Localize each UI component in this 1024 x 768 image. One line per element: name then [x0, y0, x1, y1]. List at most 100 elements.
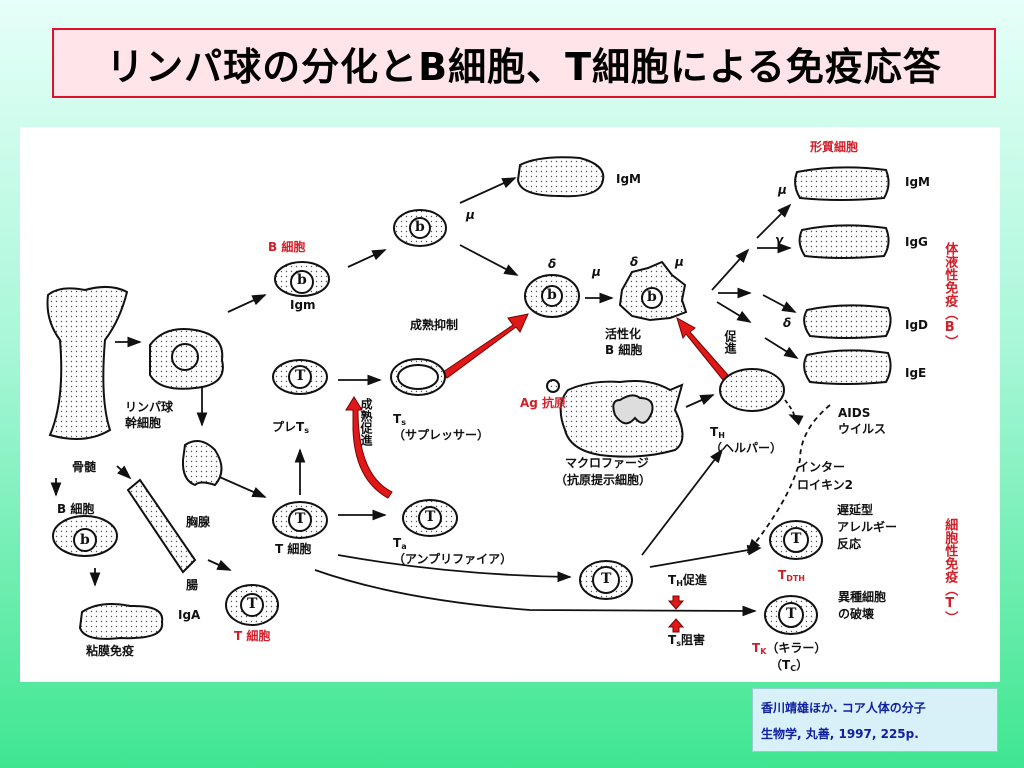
- cell-letter-t: T: [786, 606, 797, 622]
- ta-main: T: [393, 536, 402, 550]
- label-delta: δ: [783, 316, 792, 330]
- pre-ts-main: プレT: [272, 420, 305, 434]
- tk-rest: （キラー）: [766, 641, 827, 655]
- thp-main: T: [668, 573, 677, 587]
- label-foreign-2: の破壊: [838, 607, 875, 621]
- label-antigen: Ag 抗原: [520, 396, 567, 410]
- label-mucosal-immunity: 粘膜免疫: [86, 644, 135, 658]
- label-ts-inhibition: Ts阻害: [668, 633, 705, 649]
- tc-close: ）: [796, 658, 809, 672]
- citation-line-2: 生物学, 丸善, 1997, 225p.: [761, 727, 919, 741]
- label-ta: Ta（アンプリファイア）: [393, 536, 512, 567]
- label-tdth: TDTH: [778, 568, 805, 584]
- bone-marrow-bone: [46, 286, 129, 440]
- label-igm-small: Igm: [290, 298, 316, 312]
- helper-t-cell: [719, 368, 785, 412]
- label-interleukin-1: インター: [797, 460, 846, 474]
- label-foreign-1: 異種細胞: [838, 590, 887, 604]
- label-delta-bcell: δ: [548, 257, 557, 271]
- tsi-main: T: [668, 633, 677, 647]
- thp-rest: 促進: [682, 573, 707, 587]
- tc-open: （T: [770, 658, 791, 672]
- label-iga: IgA: [178, 608, 201, 622]
- label-th: TH（ヘルパー）: [710, 425, 782, 456]
- label-activated-b-1: 活性化: [605, 327, 642, 341]
- tdth-sub: DTH: [786, 574, 805, 583]
- label-b-cell-left: B 細胞: [57, 502, 95, 516]
- thp-sub: H: [676, 579, 683, 588]
- label-t-cell: T 細胞: [275, 542, 312, 556]
- label-macrophage-2: （抗原提示細胞）: [555, 473, 652, 487]
- label-delayed-2: アレルギー: [837, 520, 898, 534]
- label-interleukin-2: ロイキン2: [797, 478, 853, 492]
- cell-letter-t: T: [791, 531, 802, 547]
- label-mu-bcell2: μ: [592, 265, 601, 279]
- label-humoral-immunity: 体液性免疫（B）: [942, 242, 958, 348]
- label-t-cell-red: T 細胞: [234, 629, 271, 643]
- cell-letter-b: b: [547, 287, 557, 303]
- ta-name: （アンプリファイア）: [393, 552, 513, 566]
- label-plasma-ige: IgE: [905, 366, 927, 380]
- label-aids-2: ウイルス: [838, 422, 887, 436]
- arrows: [50, 177, 831, 617]
- label-maturation-inhibition: 成熟抑制: [410, 318, 459, 332]
- intestine-tube: [126, 478, 197, 574]
- th-sub: H: [718, 431, 725, 440]
- label-plasma-igd: IgD: [905, 318, 929, 332]
- label-ts: Ts（サプレッサー）: [393, 412, 489, 443]
- label-activated-b-2: B 細胞: [605, 343, 643, 357]
- label-stem-cell-1: リンパ球: [125, 400, 174, 414]
- label-mu: μ: [778, 183, 787, 197]
- cell-letter-t: T: [295, 511, 306, 527]
- label-maturation-promotion: 成熟促進: [359, 398, 373, 446]
- label-delayed-3: 反応: [837, 537, 862, 551]
- cell-letter-t: T: [425, 509, 436, 525]
- thymus: [181, 440, 223, 487]
- label-macrophage-1: マクロファージ: [565, 456, 649, 470]
- citation-line-1: 香川靖雄ほか. コア人体の分子: [761, 701, 926, 715]
- cells: [46, 156, 892, 640]
- label-th-promotion: TH促進: [668, 573, 707, 589]
- tdth-main: T: [778, 568, 787, 582]
- cell-letter-b: b: [415, 219, 425, 235]
- pre-ts-sub: s: [304, 426, 309, 435]
- label-tc: （TC）: [770, 658, 808, 674]
- tk-sub: K: [760, 647, 767, 656]
- cell-letter-t: T: [601, 571, 612, 587]
- label-mu-bcell: μ: [466, 208, 475, 222]
- label-stem-cell-2: 幹細胞: [125, 416, 162, 430]
- label-cellular-immunity: 細胞性免疫（T）: [942, 518, 958, 624]
- label-aids-1: AIDS: [838, 406, 871, 420]
- tsi-sub: s: [676, 639, 681, 648]
- cell-letter-t: T: [295, 368, 306, 384]
- cell-letter-b: b: [647, 289, 657, 305]
- th-main: T: [710, 425, 719, 439]
- label-gamma: γ: [775, 233, 784, 247]
- label-plasma-cell: 形質細胞: [810, 140, 859, 154]
- cell-letter-b: b: [80, 532, 90, 548]
- ts-main: T: [393, 412, 402, 426]
- label-b-cell-red: B 細胞: [268, 240, 306, 254]
- label-intestine: 腸: [186, 578, 199, 592]
- ts-name: （サプレッサー）: [393, 428, 490, 442]
- label-tk: TK（キラー）: [752, 641, 826, 657]
- tsi-rest: 阻害: [680, 633, 705, 647]
- slide-title-box: リンパ球の分化とB細胞、T細胞による免疫応答: [52, 28, 996, 98]
- label-mu-activated: μ: [675, 255, 684, 269]
- mucosal-plasma-cell: [78, 603, 164, 640]
- label-delta-activated: δ: [630, 255, 639, 269]
- label-plasma-igg: IgG: [905, 235, 928, 249]
- tk-main: T: [752, 641, 761, 655]
- label-thymus: 胸腺: [186, 515, 211, 529]
- cell-letter-b: b: [297, 272, 307, 288]
- tc-sub: C: [790, 664, 797, 673]
- label-bone-marrow: 骨髄: [72, 460, 97, 474]
- red-arrows: [345, 313, 729, 633]
- citation-box: 香川靖雄ほか. コア人体の分子 生物学, 丸善, 1997, 225p.: [752, 688, 998, 752]
- immune-response-diagram: [20, 127, 1000, 682]
- ts-sub: s: [401, 418, 406, 427]
- ta-sub: a: [401, 542, 407, 551]
- cell-letter-t: T: [247, 596, 258, 612]
- label-promotion: 促進: [723, 330, 737, 354]
